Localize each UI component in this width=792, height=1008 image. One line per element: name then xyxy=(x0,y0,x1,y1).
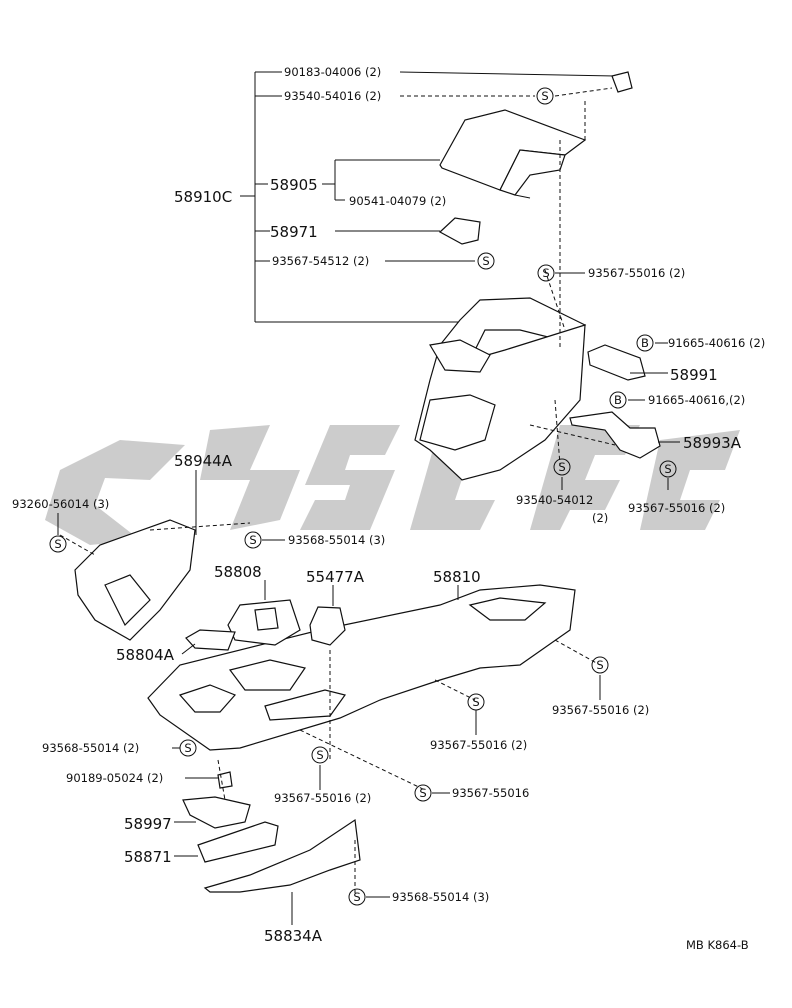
svg-text:B: B xyxy=(614,393,622,407)
svg-text:S: S xyxy=(596,658,603,672)
bracket-58991 xyxy=(587,344,646,381)
label-93567-55016-a: 93567-55016 (2) xyxy=(588,266,685,280)
svg-text:B: B xyxy=(641,336,649,350)
svg-text:S: S xyxy=(54,537,61,551)
bracket-58993A xyxy=(569,411,661,459)
cover-58804A xyxy=(185,629,236,651)
trim-58834A xyxy=(203,818,361,895)
label-93567-54512: 93567-54512 (2) xyxy=(272,254,369,268)
svg-text:S: S xyxy=(353,890,360,904)
screw-symbol-icon: S xyxy=(244,531,262,549)
label-58997: 58997 xyxy=(124,815,172,833)
label-93568-55014-c: 93568-55014 (3) xyxy=(392,890,489,904)
panel-58944A xyxy=(59,519,251,641)
label-93568-55014-a: 93568-55014 (3) xyxy=(288,533,385,547)
screw-symbol-icon: S xyxy=(179,739,197,757)
label-93540-54016: 93540-54016 (2) xyxy=(284,89,381,103)
latch-58971 xyxy=(438,217,481,245)
label-58993A: 58993A xyxy=(683,434,742,452)
label-58991: 58991 xyxy=(670,366,718,384)
label-93567-55016-e: 93567-55016 (2) xyxy=(274,791,371,805)
label-90541-04079: 90541-04079 (2) xyxy=(349,194,446,208)
svg-text:S: S xyxy=(249,533,256,547)
bolt-symbol-icon: B xyxy=(636,334,654,352)
label-93568-55014-b: 93568-55014 (2) xyxy=(42,741,139,755)
boot-55477A xyxy=(309,606,346,646)
bolt-symbol-icon: B xyxy=(609,391,627,409)
label-91665-40616-b: 91665-40616,(2) xyxy=(648,393,745,407)
screw-symbol-icon: S xyxy=(591,656,609,674)
screw-symbol-icon: S xyxy=(536,87,554,105)
screw-symbol-icon: S xyxy=(467,693,485,711)
label-90189-05024: 90189-05024 (2) xyxy=(66,771,163,785)
label-58810: 58810 xyxy=(433,568,481,586)
svg-text:S: S xyxy=(472,695,479,709)
center-console-58810 xyxy=(147,584,601,791)
console-box-58910C xyxy=(414,140,616,481)
label-58871: 58871 xyxy=(124,848,172,866)
label-58834A: 58834A xyxy=(264,927,323,945)
armrest-lid-58905 xyxy=(439,100,587,199)
diagram-code: MB K864-B xyxy=(686,938,749,952)
label-58804A: 58804A xyxy=(116,646,175,664)
screw-symbol-icon: S xyxy=(537,264,555,282)
svg-text:S: S xyxy=(558,460,565,474)
svg-text:S: S xyxy=(482,254,489,268)
screw-symbol-icon: S xyxy=(311,746,329,764)
svg-text:S: S xyxy=(316,748,323,762)
label-58905: 58905 xyxy=(270,176,318,194)
screw-symbol-icon: S xyxy=(477,252,495,270)
label-90183-04006: 90183-04006 (2) xyxy=(284,65,381,79)
screw-symbol-icon: S xyxy=(414,784,432,802)
screw-symbols: S S S B B S S S S S S S S S S xyxy=(49,87,677,906)
boot-58808 xyxy=(227,599,301,646)
label-93567-55016-f: 93567-55016 xyxy=(452,786,529,800)
label-93567-55016-b: 93567-55016 (2) xyxy=(628,501,725,515)
label-91665-40616-a: 91665-40616 (2) xyxy=(668,336,765,350)
label-93567-55016-c: 93567-55016 (2) xyxy=(552,703,649,717)
svg-text:S: S xyxy=(664,462,671,476)
clip-90189 xyxy=(217,759,233,801)
leaders xyxy=(57,272,680,925)
clip-90183 xyxy=(611,71,633,93)
label-93540-54012-qty: (2) xyxy=(592,511,608,525)
label-93567-55016-d: 93567-55016 (2) xyxy=(430,738,527,752)
label-58808: 58808 xyxy=(214,563,262,581)
label-58910C: 58910C xyxy=(174,188,232,206)
pad-58871 xyxy=(197,821,279,863)
svg-text:S: S xyxy=(419,786,426,800)
bracket-58910C xyxy=(240,71,616,323)
svg-text:S: S xyxy=(542,266,549,280)
screw-symbol-icon: S xyxy=(659,460,677,478)
svg-text:S: S xyxy=(541,89,548,103)
bracket-58997 xyxy=(182,796,251,829)
svg-text:S: S xyxy=(184,741,191,755)
label-58944A: 58944A xyxy=(174,452,233,470)
label-93540-54012: 93540-54012 xyxy=(516,493,593,507)
label-58971: 58971 xyxy=(270,223,318,241)
screw-symbol-icon: S xyxy=(553,458,571,476)
screw-symbol-icon: S xyxy=(49,535,67,553)
label-93260-56014: 93260-56014 (3) xyxy=(12,497,109,511)
screw-symbol-icon: S xyxy=(348,888,366,906)
label-55477A: 55477A xyxy=(306,568,365,586)
part-labels: 58910C 58905 58971 58991 58993A 58944A 5… xyxy=(12,65,765,952)
